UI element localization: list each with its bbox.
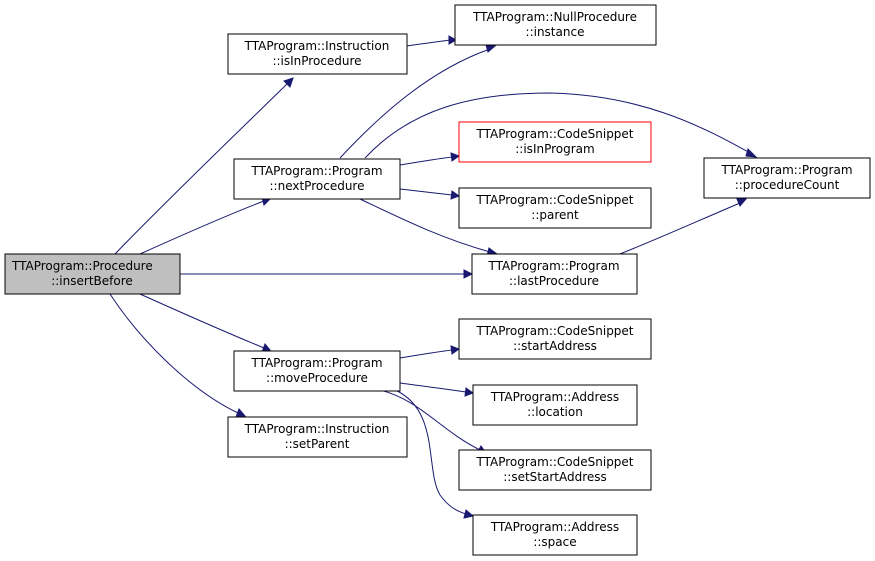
node-box [233, 158, 401, 200]
node-lastProcedure[interactable]: TTAProgram::Program ::lastProcedure [471, 253, 638, 295]
arrowhead [450, 152, 461, 162]
node-label-line2: ::lastProcedure [509, 274, 599, 288]
node-box [233, 350, 401, 392]
edges [109, 35, 758, 519]
node-moveProcedure[interactable]: TTAProgram::Program ::moveProcedure [233, 350, 401, 392]
edge-moveProcedure-to-space [394, 389, 467, 515]
node-label-line1: TTAProgram::Instruction [244, 39, 390, 53]
node-box [472, 384, 638, 426]
node-label-line2: ::moveProcedure [266, 371, 368, 385]
arrowhead [235, 408, 246, 418]
node-label-line2: ::startAddress [513, 339, 597, 353]
node-setStartAddress[interactable]: TTAProgram::CodeSnippet ::setStartAddres… [458, 449, 652, 491]
edge-nextProcedure-to-instance [339, 48, 491, 159]
arrowhead [283, 77, 294, 88]
edge-nextProcedure-to-isInProgram [399, 156, 453, 166]
node-box [458, 187, 652, 229]
node-label-line1: TTAProgram::Program [720, 163, 852, 177]
node-nextProcedure[interactable]: TTAProgram::Program ::nextProcedure [233, 158, 401, 200]
node-box [458, 449, 652, 491]
node-label-line1: TTAProgram::Address [490, 520, 619, 534]
node-box [703, 157, 871, 199]
node-instance[interactable]: TTAProgram::NullProcedure ::instance [454, 4, 657, 46]
node-label-line2: ::isInProgram [515, 142, 594, 156]
arrowhead [450, 190, 461, 200]
node-label-line2: ::space [533, 535, 576, 549]
node-label-line1: TTAProgram::Program [250, 356, 382, 370]
node-box [472, 514, 638, 556]
node-box [227, 416, 408, 458]
node-startAddress[interactable]: TTAProgram::CodeSnippet ::startAddress [458, 318, 652, 360]
node-label-line1: TTAProgram::Address [490, 390, 619, 404]
arrowhead [450, 345, 461, 355]
edge-nextProcedure-to-procedureCount [364, 92, 751, 159]
node-label-line2: ::insertBefore [51, 274, 133, 288]
node-label-line2: ::instance [526, 25, 585, 39]
node-label-line2: ::nextProcedure [270, 179, 365, 193]
node-label-line2: ::parent [531, 208, 579, 222]
node-label-line1: TTAProgram::Instruction [244, 422, 390, 436]
node-procedureCount[interactable]: TTAProgram::Program ::procedureCount [703, 157, 871, 199]
edge-nextProcedure-to-parent [399, 188, 453, 196]
arrowhead [463, 269, 474, 279]
node-isInProcedure[interactable]: TTAProgram::Instruction ::isInProcedure [227, 33, 408, 75]
node-location[interactable]: TTAProgram::Address ::location [472, 384, 638, 426]
node-label-line1: TTAProgram::CodeSnippet [475, 324, 633, 338]
node-label-line2: ::procedureCount [735, 178, 840, 192]
arrowhead [485, 44, 497, 53]
node-isInProgram[interactable]: TTAProgram::CodeSnippet ::isInProgram [458, 121, 652, 163]
edge-insertBefore-to-isInProcedure [114, 83, 288, 255]
node-box [471, 253, 638, 295]
node-label-line2: ::setStartAddress [503, 470, 607, 484]
edge-lastProcedure-to-procedureCount [619, 202, 741, 255]
node-box [227, 33, 408, 75]
node-label-line1: TTAProgram::Procedure [11, 259, 153, 273]
node-label-line1: TTAProgram::CodeSnippet [475, 455, 633, 469]
node-label-line1: TTAProgram::CodeSnippet [475, 193, 633, 207]
node-label-line2: ::setParent [285, 437, 350, 451]
node-label-line1: TTAProgram::NullProcedure [472, 10, 637, 24]
edge-insertBefore-to-moveProcedure [139, 293, 265, 349]
node-label-line1: TTAProgram::CodeSnippet [475, 127, 633, 141]
edge-moveProcedure-to-startAddress [399, 349, 453, 359]
node-box [454, 4, 657, 46]
node-parent[interactable]: TTAProgram::CodeSnippet ::parent [458, 187, 652, 229]
edge-moveProcedure-to-location [399, 382, 467, 393]
node-box [4, 253, 181, 295]
edge-insertBefore-to-setParent [109, 293, 239, 414]
arrowhead [448, 35, 458, 45]
arrowhead [464, 387, 475, 397]
arrowhead [745, 148, 758, 158]
node-setParent[interactable]: TTAProgram::Instruction ::setParent [227, 416, 408, 458]
arrowhead [463, 509, 475, 519]
node-space[interactable]: TTAProgram::Address ::space [472, 514, 638, 556]
edge-nextProcedure-to-lastProcedure [359, 198, 491, 253]
edge-insertBefore-to-nextProcedure [139, 200, 265, 255]
node-label-line1: TTAProgram::Program [487, 259, 619, 273]
node-label-line2: ::isInProcedure [272, 54, 361, 68]
edge-isInProcedure-to-instance [406, 39, 451, 47]
arrowhead [736, 198, 748, 207]
node-label-line1: TTAProgram::Program [250, 164, 382, 178]
edge-moveProcedure-to-setStartAddress [379, 389, 481, 451]
node-box [458, 121, 652, 163]
node-label-line2: ::location [527, 405, 583, 419]
node-box [458, 318, 652, 360]
node-insertBefore[interactable]: TTAProgram::Procedure ::insertBefore [4, 253, 181, 295]
nodes: TTAProgram::Procedure ::insertBefore TTA… [4, 4, 871, 556]
